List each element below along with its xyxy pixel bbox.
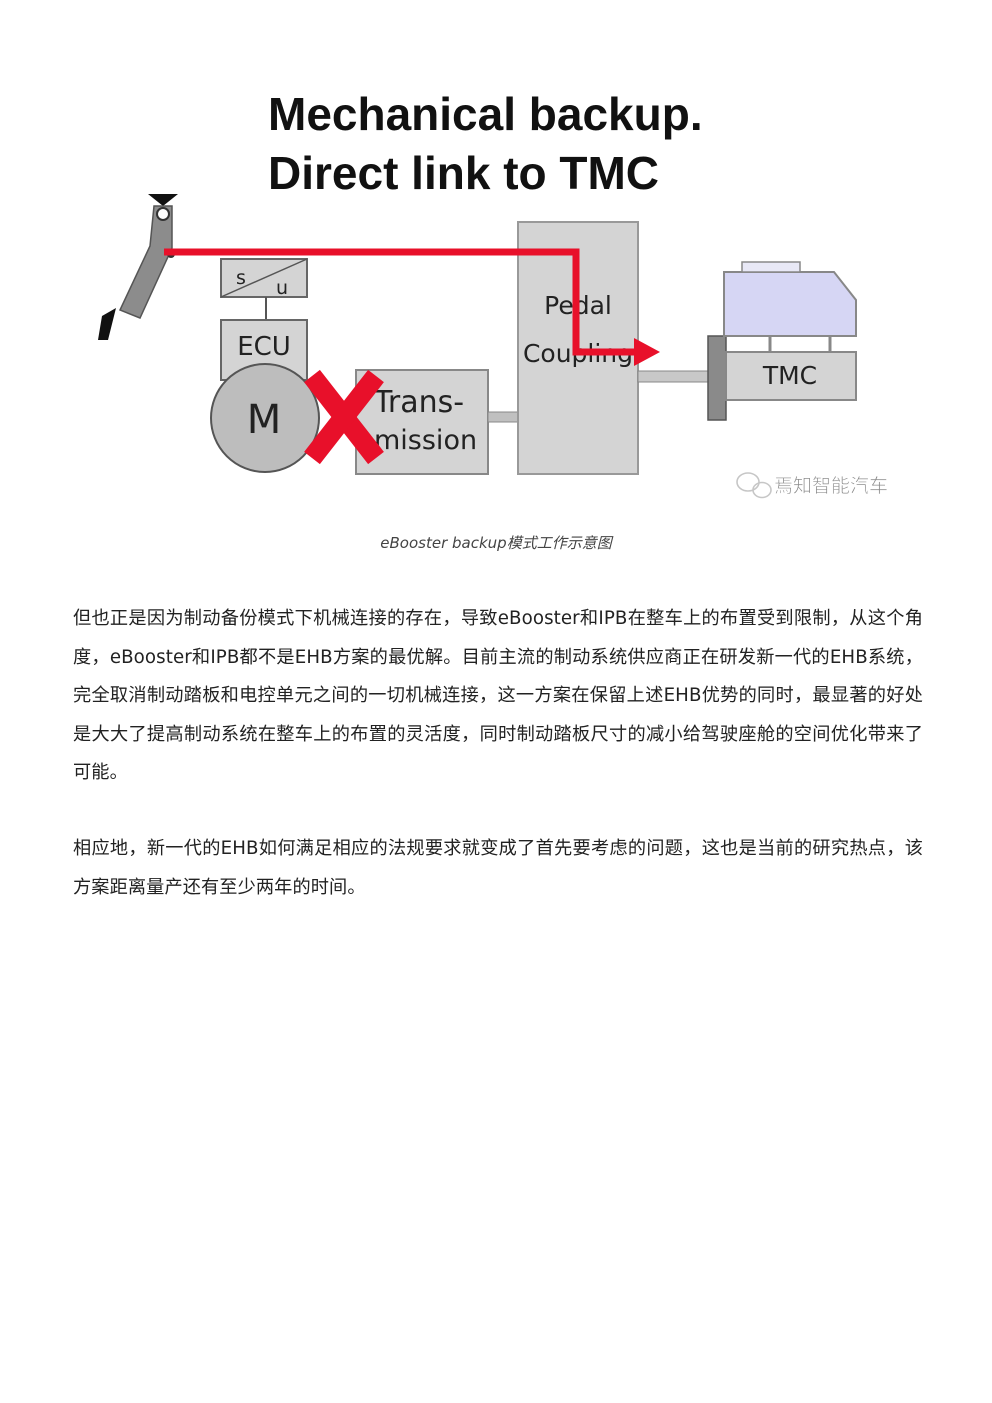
pedal-travel-sensor: s u [220, 258, 308, 320]
transmission-label-line2: mission [374, 425, 477, 456]
diagram-title-line2: Direct link to TMC [268, 147, 659, 199]
tmc-master-cylinder: TMC [707, 261, 857, 421]
motor-label: M [247, 397, 282, 443]
brake-system-diagram: Mechanical backup. Direct link to TMC s … [90, 78, 910, 508]
body-paragraph-1: 但也正是因为制动备份模式下机械连接的存在，导致eBooster和IPB在整车上的… [73, 608, 923, 783]
sensor-s-label: s [236, 267, 246, 289]
figure-caption: eBooster backup模式工作示意图 [380, 534, 612, 552]
ecu-label: ECU [237, 332, 291, 362]
transmission-label-line1: Trans- [373, 385, 464, 420]
push-rod [637, 370, 709, 383]
diagram-title-line1: Mechanical backup. [268, 88, 703, 140]
link-arrowhead [634, 338, 660, 366]
brake-pedal [98, 194, 178, 340]
body-paragraph-2: 相应地，新一代的EHB如何满足相应的法规要求就变成了首先要考虑的问题，这也是当前… [73, 838, 923, 898]
fluid-reservoir [723, 271, 857, 337]
motor: M [210, 363, 320, 473]
tmc-label: TMC [762, 361, 817, 390]
watermark: 焉知智能汽车 [736, 472, 888, 499]
disabled-cross-icon [304, 369, 384, 465]
wechat-icon [736, 472, 772, 499]
mechanical-backup-link [164, 248, 660, 366]
sensor-u-label: u [276, 277, 288, 299]
transmission-block: Trans- mission [355, 369, 519, 475]
watermark-text: 焉知智能汽车 [774, 475, 888, 497]
